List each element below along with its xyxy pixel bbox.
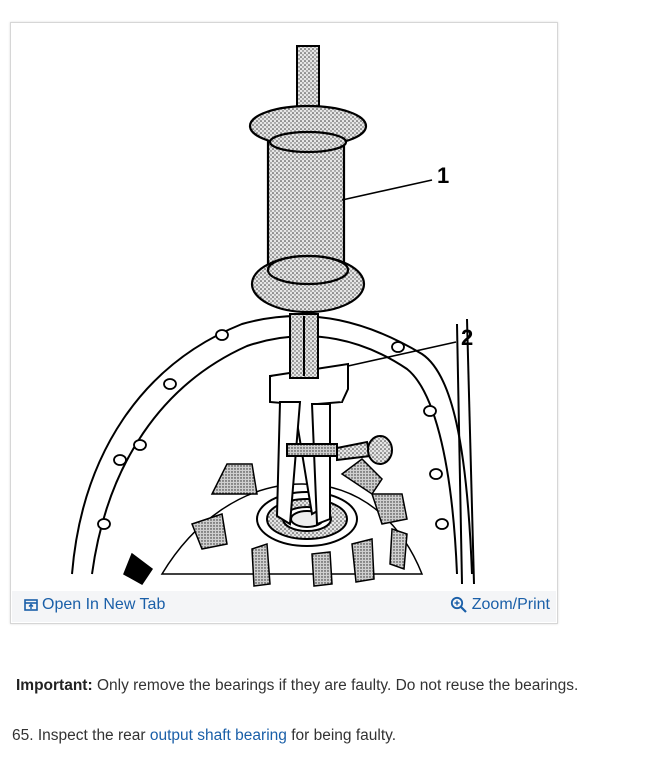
zoom-icon: [450, 596, 467, 613]
bearing-removal-illustration: [71, 45, 475, 587]
important-text: Only remove the bearings if they are fau…: [92, 677, 579, 694]
output-shaft-bearing: [256, 491, 358, 547]
step-65: 65. Inspect the rear output shaft bearin…: [12, 727, 396, 745]
step-prefix: 65. Inspect the rear: [12, 727, 150, 744]
output-shaft-bearing-link[interactable]: output shaft bearing: [149, 727, 287, 744]
open-new-tab-icon: [24, 599, 38, 611]
bearing-puller: [269, 362, 393, 526]
callout-leaders: [341, 179, 457, 367]
figure-container: 1 2 Open In New Tab Zoom/Print: [10, 22, 558, 624]
step-suffix: for being faulty.: [286, 727, 397, 744]
important-label: Important:: [16, 677, 93, 694]
callout-2: 2: [461, 325, 474, 350]
zoom-print-label: Zoom/Print: [471, 596, 550, 613]
bolt-holes: [97, 329, 449, 530]
zoom-print-link[interactable]: Zoom/Print: [450, 596, 550, 614]
slide-hammer-weight: [248, 104, 368, 314]
figure-footer: Open In New Tab Zoom/Print: [12, 591, 556, 622]
open-in-new-tab-link[interactable]: Open In New Tab: [24, 596, 165, 614]
important-note: Important: Only remove the bearings if t…: [16, 677, 578, 695]
transmission-housing: [71, 314, 475, 585]
callout-1: 1: [437, 163, 450, 188]
open-in-new-tab-label: Open In New Tab: [42, 596, 166, 613]
